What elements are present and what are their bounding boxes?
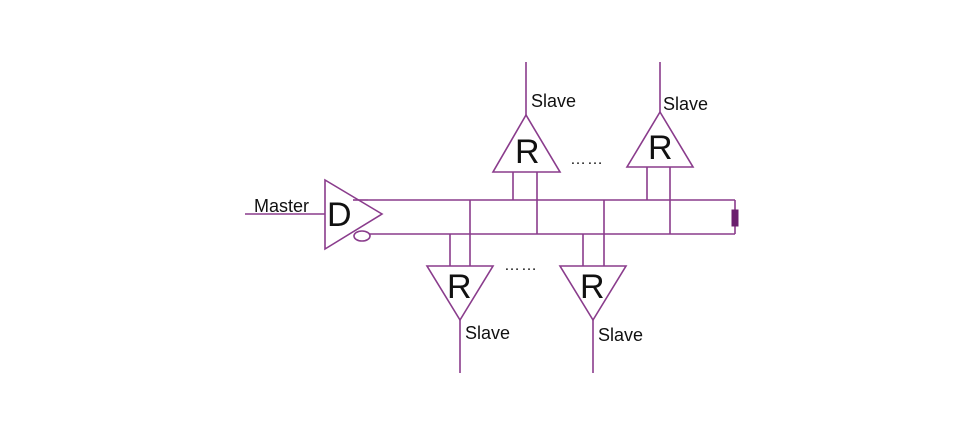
receiver-bottom-2: R Slave (558, 200, 643, 373)
receiver-top-1-label: Slave (531, 91, 576, 111)
master-label: Master (254, 196, 309, 216)
receiver-bottom-2-label: Slave (598, 325, 643, 345)
driver-symbol: D (327, 196, 352, 234)
receiver-bottom-1-symbol: R (447, 268, 472, 306)
receiver-top-2-triangle (625, 110, 695, 168)
receiver-top-1-triangle (491, 113, 562, 173)
receiver-top-2-label: Slave (663, 94, 708, 114)
receiver-top-2-symbol: R (648, 129, 673, 167)
receiver-top-2: R Slave (625, 62, 708, 234)
receiver-bottom-1-triangle (425, 265, 495, 322)
receiver-top-1: R Slave (491, 62, 576, 234)
receiver-top-1-symbol: R (515, 133, 540, 171)
bottom-ellipsis: …… (504, 257, 538, 274)
master-driver: D (324, 178, 384, 251)
inverting-bubble (353, 230, 371, 242)
top-ellipsis: …… (570, 151, 604, 168)
bus-terminator (731, 209, 739, 227)
receiver-bottom-2-symbol: R (580, 268, 605, 306)
driver-triangle (324, 178, 384, 251)
receiver-bottom-1: R Slave (425, 200, 510, 373)
receiver-bottom-1-label: Slave (465, 323, 510, 343)
receiver-bottom-2-triangle (558, 265, 628, 322)
